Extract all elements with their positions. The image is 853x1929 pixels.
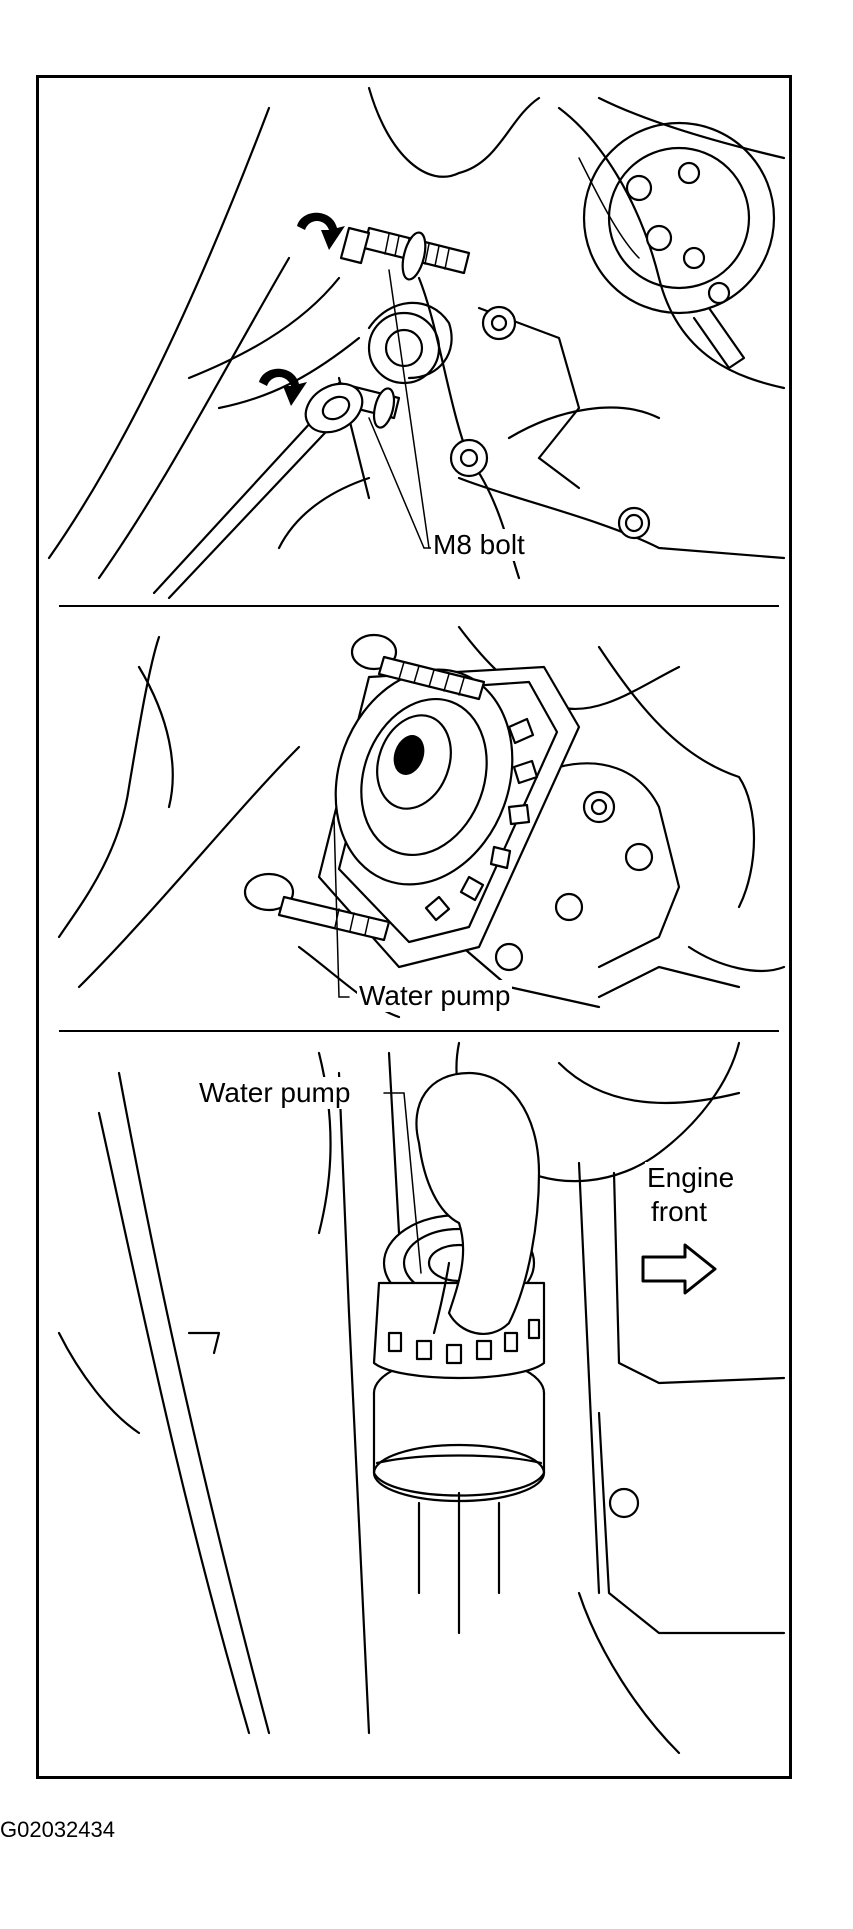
m8-bolt-label: M8 bolt xyxy=(431,529,527,561)
figure-code: G02032434 xyxy=(0,1817,115,1842)
engine-front-label: Engine xyxy=(645,1162,737,1194)
panel-1-illustration xyxy=(47,86,786,600)
water-pump-label-removal: Water pump xyxy=(197,1077,353,1109)
panel-2-illustration xyxy=(57,625,786,1019)
panel-m8-bolts: M8 bolt xyxy=(39,78,789,605)
direction-arrow-icon xyxy=(641,1243,717,1295)
diagram-frame: M8 bolt xyxy=(36,75,792,1779)
panel-divider xyxy=(59,1030,779,1032)
panel-divider xyxy=(59,605,779,607)
panel-water-pump-installed: Water pump xyxy=(39,607,789,1028)
panel-water-pump-removal: Water pump Engine front xyxy=(39,1033,789,1776)
engine-front-label-line2: front xyxy=(649,1196,710,1228)
panel-3-illustration xyxy=(57,1041,786,1755)
rotation-arrow-icon xyxy=(259,368,307,406)
water-pump-label: Water pump xyxy=(357,980,513,1012)
rotation-arrow-icon xyxy=(297,212,345,250)
